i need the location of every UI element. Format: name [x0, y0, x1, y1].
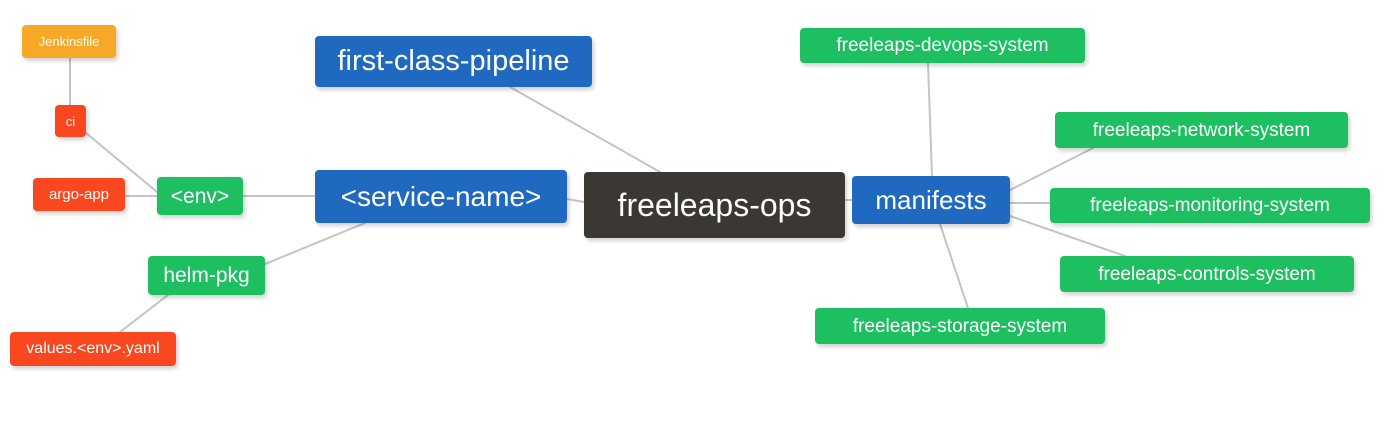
mindmap-node-label: ci: [65, 113, 76, 129]
mindmap-node-service-name[interactable]: <service-name>: [315, 170, 567, 223]
mindmap-node-label: manifests: [875, 185, 987, 215]
mindmap-node-first-class-pipeline[interactable]: first-class-pipeline: [315, 36, 592, 87]
mindmap-node-values-env-yaml[interactable]: values.<env>.yaml: [10, 332, 176, 366]
mindmap-node-label: freeleaps-ops: [617, 187, 812, 223]
mindmap-node-freeleaps-storage-system[interactable]: freeleaps-storage-system: [815, 308, 1105, 344]
mindmap-node-label: helm-pkg: [163, 264, 250, 287]
edge-helmpkg-values: [119, 294, 169, 333]
mindmap-node-label: Jenkinsfile: [38, 34, 100, 49]
mindmap-node-manifests[interactable]: manifests: [852, 176, 1010, 224]
edge-servicename-helmpkg: [264, 222, 366, 265]
mindmap-node-label: <env>: [170, 184, 230, 208]
mindmap-node-freeleaps-controls-system[interactable]: freeleaps-controls-system: [1060, 256, 1354, 292]
mindmap-node-label: freeleaps-network-system: [1092, 119, 1311, 141]
mindmap-node-argo-app[interactable]: argo-app: [33, 178, 125, 211]
mindmap-node-freeleaps-devops-system[interactable]: freeleaps-devops-system: [800, 28, 1085, 63]
mindmap-node-label: <service-name>: [340, 180, 542, 212]
mindmap-node-freeleaps-ops[interactable]: freeleaps-ops: [584, 172, 845, 238]
mindmap-node-label: values.<env>.yaml: [26, 340, 160, 357]
edge-manifests-network: [1009, 147, 1094, 191]
mindmap-node-label: freeleaps-monitoring-system: [1090, 195, 1330, 216]
mindmap-node-jenkinsfile[interactable]: Jenkinsfile: [22, 25, 116, 58]
mindmap-node-label: freeleaps-devops-system: [836, 35, 1049, 56]
edge-manifests-devops: [927, 62, 933, 177]
mindmap-node-label: freeleaps-controls-system: [1098, 263, 1316, 285]
edge-pipeline-ops: [509, 86, 661, 173]
mindmap-node-label: freeleaps-storage-system: [852, 315, 1068, 337]
edge-manifests-storage: [939, 223, 969, 309]
edge-servicename-ops: [566, 198, 585, 203]
mindmap-node-label: argo-app: [48, 186, 110, 203]
mindmap-node-label: first-class-pipeline: [337, 45, 570, 77]
mindmap-node-ci[interactable]: ci: [55, 105, 86, 137]
mindmap-node-env[interactable]: <env>: [157, 177, 243, 215]
mindmap-node-freeleaps-network-system[interactable]: freeleaps-network-system: [1055, 112, 1348, 148]
mindmap-node-helm-pkg[interactable]: helm-pkg: [148, 256, 265, 295]
mindmap-node-freeleaps-monitoring-system[interactable]: freeleaps-monitoring-system: [1050, 188, 1370, 223]
